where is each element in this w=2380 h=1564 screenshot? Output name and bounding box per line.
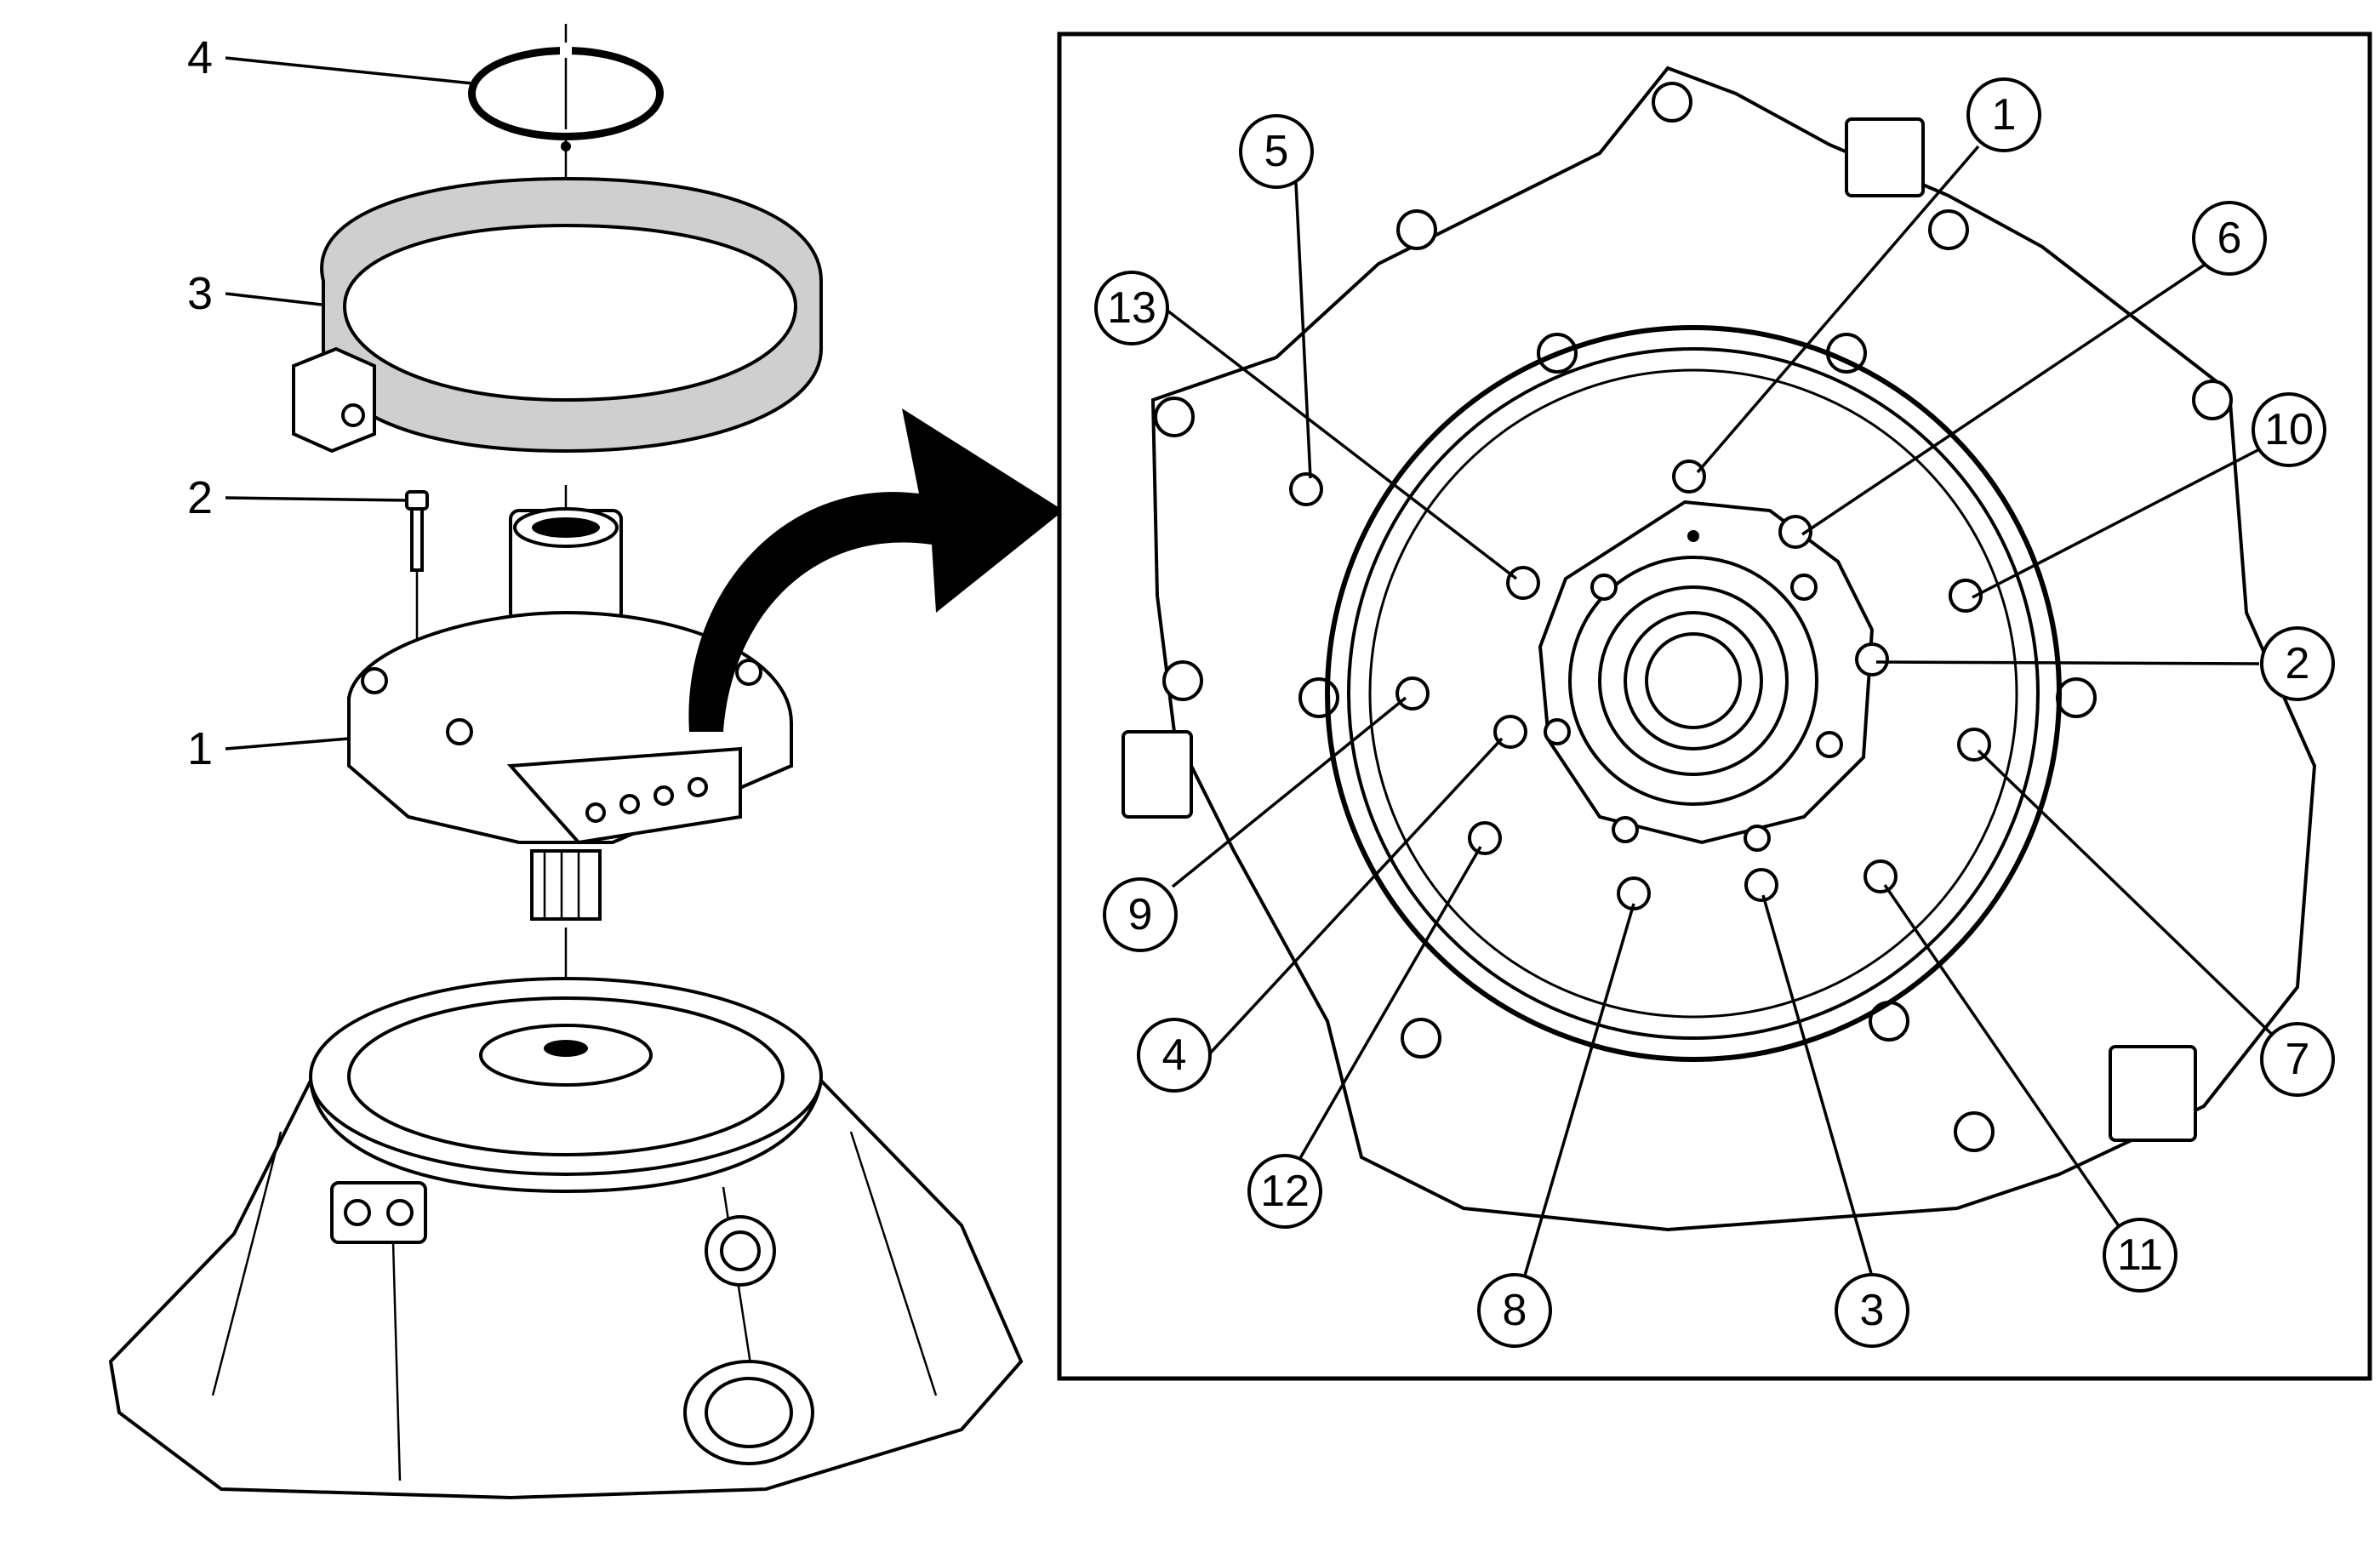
detail-callout-9: 9 [1128, 890, 1153, 939]
detail-callout-4: 4 [1162, 1030, 1187, 1080]
detail-view: 1 2 3 4 5 6 7 8 9 10 11 12 13 [1057, 31, 2372, 1381]
detail-callout-12: 12 [1260, 1167, 1310, 1216]
detail-callout-11: 11 [2117, 1230, 2163, 1280]
band [292, 176, 823, 454]
callout-label-1: 1 [187, 723, 213, 774]
snap-ring [468, 43, 664, 151]
detail-callout-3: 3 [1860, 1286, 1885, 1335]
callout-label-4: 4 [187, 32, 213, 83]
detail-callout-6: 6 [2217, 214, 2242, 263]
leader-3 [225, 292, 322, 306]
leader-4 [225, 56, 473, 85]
callout-label-2: 2 [187, 472, 213, 523]
detail-arrow [688, 408, 1064, 732]
detail-callout-10: 10 [2264, 405, 2314, 454]
detail-callout-2: 2 [2286, 639, 2310, 688]
detail-callout-8: 8 [1503, 1286, 1527, 1335]
exploded-view: 4 3 2 1 [108, 24, 1064, 1500]
detail-callout-5: 5 [1264, 127, 1289, 176]
leader-2 [225, 496, 408, 502]
detail-callout-13: 13 [1107, 283, 1156, 333]
pump-assembly [347, 507, 793, 921]
detail-callout-7: 7 [2286, 1035, 2310, 1084]
transmission-case [108, 977, 1024, 1500]
callout-label-3: 3 [187, 268, 213, 319]
detail-leaders [1162, 145, 2286, 1311]
detail-callout-circles [1094, 77, 2335, 1348]
detail-bolts [1289, 459, 1991, 910]
leader-1 [225, 737, 350, 751]
detail-callout-1: 1 [1992, 90, 2017, 140]
